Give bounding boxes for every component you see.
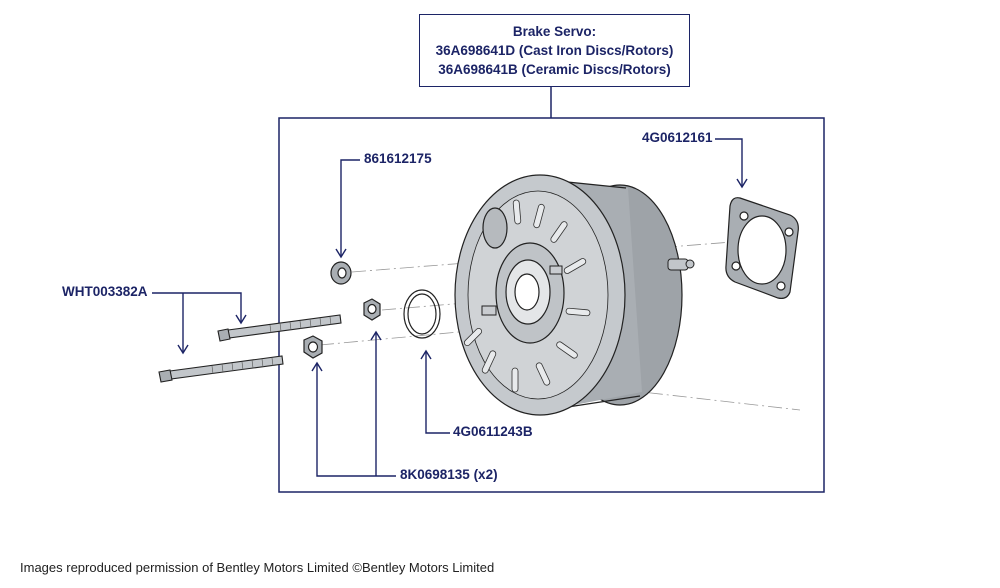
brake-servo [454,174,695,416]
label-washer[interactable]: 861612175 [362,151,434,166]
nut-upper [363,298,381,321]
callout-lines [152,138,743,477]
title-part-ceramic[interactable]: 36A698641B (Ceramic Discs/Rotors) [438,62,671,77]
label-nuts[interactable]: 8K0698135 (x2) [398,467,500,482]
gasket [725,197,799,299]
title-box: Brake Servo: 36A698641D (Cast Iron Discs… [419,14,690,87]
bolt-lower [158,355,284,383]
label-gasket[interactable]: 4G0612161 [640,130,715,145]
servo-ribs [463,199,591,393]
title-heading: Brake Servo: [512,24,597,39]
washer [330,261,352,285]
title-part-cast-iron[interactable]: 36A698641D (Cast Iron Discs/Rotors) [435,43,674,58]
bolt-upper [217,314,342,342]
image-credit: Images reproduced permission of Bentley … [20,560,495,575]
callout-arrowheads [177,178,748,372]
label-bolts[interactable]: WHT003382A [60,284,150,299]
o-ring [403,289,441,339]
nut-lower [303,335,323,359]
label-o-ring[interactable]: 4G0611243B [451,424,535,439]
